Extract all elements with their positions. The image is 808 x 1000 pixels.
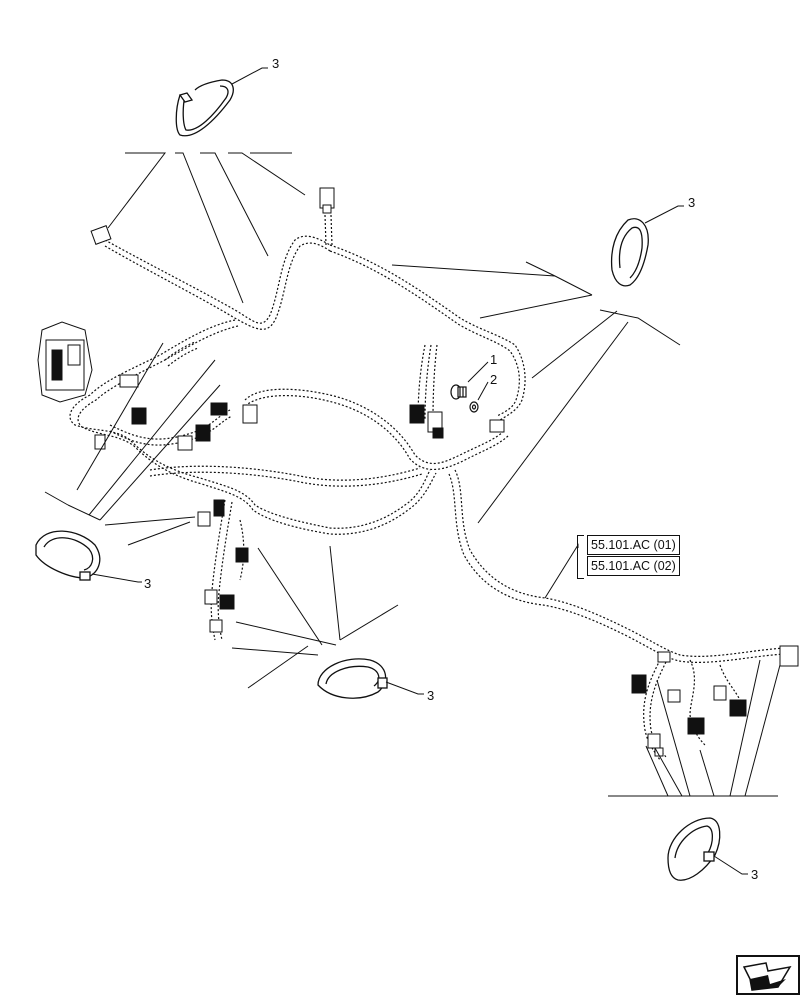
reference-link-02[interactable]: 55.101.AC (02) [587, 556, 680, 576]
harness-connectors [37, 187, 799, 757]
reference-link-01[interactable]: 55.101.AC (01) [587, 535, 680, 555]
callout-clip-bottom-right: 3 [751, 867, 758, 882]
callout-numbers: 1 2 3 3 3 3 3 [144, 56, 758, 882]
callout-clip-top: 3 [272, 56, 279, 71]
wiring-harness [69, 214, 786, 761]
callout-part-2: 2 [490, 372, 497, 387]
callout-clip-bottom-middle: 3 [427, 688, 434, 703]
clip-leader-lines [91, 67, 748, 875]
next-page-button[interactable] [736, 955, 800, 995]
next-page-arrow-icon [742, 962, 792, 991]
leader-wedges [44, 152, 781, 797]
cable-tie-clips [35, 79, 721, 881]
reference-bracket [577, 535, 584, 579]
callout-part-1: 1 [490, 352, 497, 367]
callout-clip-right: 3 [688, 195, 695, 210]
bolt-and-washer [450, 384, 479, 413]
callout-clip-left: 3 [144, 576, 151, 591]
